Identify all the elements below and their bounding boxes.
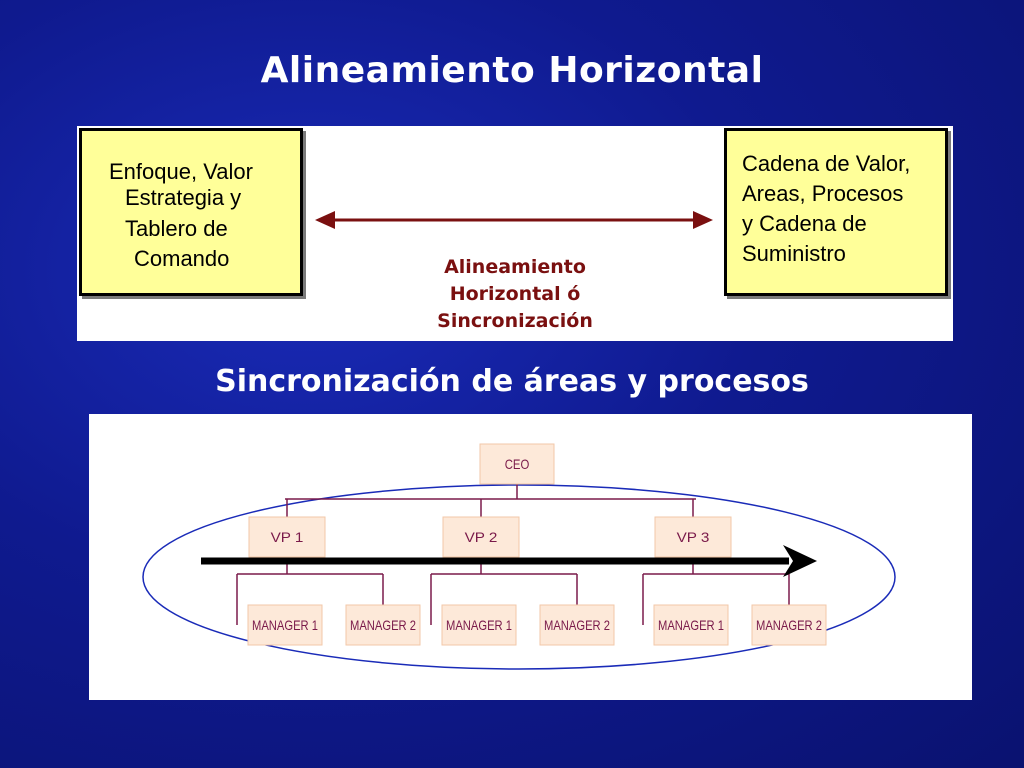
value-chain-box-line: Suministro [742,241,846,266]
ceo-node-box [479,443,555,485]
manager-node-label: MANAGER 2 [350,617,416,633]
sync-ellipse [142,484,896,670]
manager-node-label: MANAGER 2 [544,617,610,633]
alignment-label: Alineamiento Horizontal ó Sincronización [377,254,653,335]
manager-node-label: MANAGER 1 [446,617,512,633]
bidirectional-arrow [315,211,713,229]
ceo-node-label: CEO [505,456,530,472]
manager-node-box [441,604,517,646]
value-chain-box-line: Areas, Procesos [742,181,904,206]
value-chain-box-line: y Cadena de [742,211,867,236]
value-chain-box: Cadena de Valor, Areas, Procesos y Caden… [724,128,948,296]
manager-node-label: MANAGER 1 [252,617,318,633]
alignment-label-line: Alineamiento [444,256,586,278]
strategy-box-line: Comando [134,246,230,271]
manager-node-label: MANAGER 2 [756,617,822,633]
strategy-box-line: Estrategia y [125,185,242,210]
alignment-label-line: Sincronización [437,310,593,332]
manager-node-box [539,604,615,646]
section-subtitle: Sincronización de áreas y procesos [215,364,809,399]
org-chart-panel: CEO VP 1 MANAGER 1 MANAGER 2 VP 2 MANAGER 1 MA… [89,414,972,700]
vp-node-label: VP 1 [271,529,304,545]
manager-node-box [653,604,729,646]
manager-node-box [345,604,421,646]
vp-node-box [654,516,732,558]
strategy-box-line: Tablero de [125,216,228,241]
slide-title: Alineamiento Horizontal [260,50,764,91]
strategy-box: Enfoque, Valor Estrategia y Tablero de C… [79,128,303,296]
strategy-box-line: Enfoque, Valor [109,159,253,184]
manager-node-box [751,604,827,646]
value-chain-box-line: Cadena de Valor, [742,151,911,176]
manager-node-box [247,604,323,646]
vp-node-label: VP 2 [465,529,498,545]
alignment-panel: Enfoque, Valor Estrategia y Tablero de C… [77,126,953,341]
sync-arrow-head [783,545,817,577]
vp-node-box [248,516,326,558]
manager-node-label: MANAGER 1 [658,617,724,633]
vp-node-label: VP 3 [677,529,710,545]
vp-node-box [442,516,520,558]
alignment-label-line: Horizontal ó [449,283,581,305]
org-chart: CEO VP 1 MANAGER 1 MANAGER 2 VP 2 MANAGER 1 MA… [142,443,896,670]
